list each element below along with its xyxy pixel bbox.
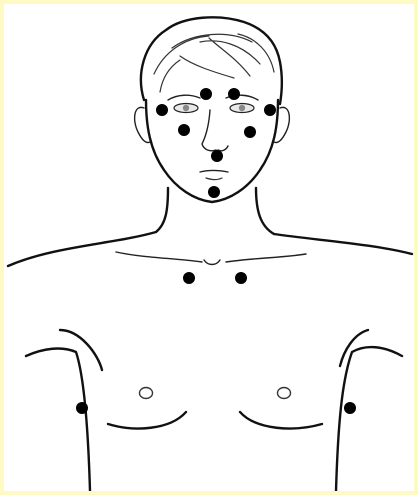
point-armpit-right	[344, 402, 356, 414]
pectoral-left	[108, 412, 186, 428]
pupil-right	[239, 105, 245, 111]
point-temple-left	[156, 104, 168, 116]
hair-strands	[154, 34, 274, 92]
pectoral-right	[240, 412, 322, 428]
point-nose-tip	[211, 150, 223, 162]
pupil-left	[183, 105, 189, 111]
neck-right	[256, 188, 274, 234]
nipple-right	[278, 388, 291, 399]
point-chest-left	[183, 272, 195, 284]
neck-left	[156, 188, 168, 232]
point-cheek-right	[244, 126, 256, 138]
collarbone-right	[226, 254, 306, 262]
point-forehead-right	[228, 88, 240, 100]
point-armpit-left	[76, 402, 88, 414]
collarbone-left	[116, 252, 202, 262]
point-chest-right	[235, 272, 247, 284]
lower-lip	[206, 178, 222, 180]
shoulder-right	[274, 234, 412, 254]
nipple-left	[140, 388, 153, 399]
nose	[202, 110, 228, 151]
shoulder-left	[8, 232, 156, 266]
point-temple-right	[264, 104, 276, 116]
arm-left-outer	[26, 349, 90, 491]
point-cheek-left	[178, 124, 190, 136]
point-chin	[208, 186, 220, 198]
eyebrow-left	[168, 95, 200, 100]
point-forehead-left	[200, 88, 212, 100]
mouth	[200, 171, 228, 173]
sternal-notch	[204, 260, 220, 265]
body-outline-figure	[4, 4, 414, 491]
arm-right-outer	[336, 347, 402, 491]
